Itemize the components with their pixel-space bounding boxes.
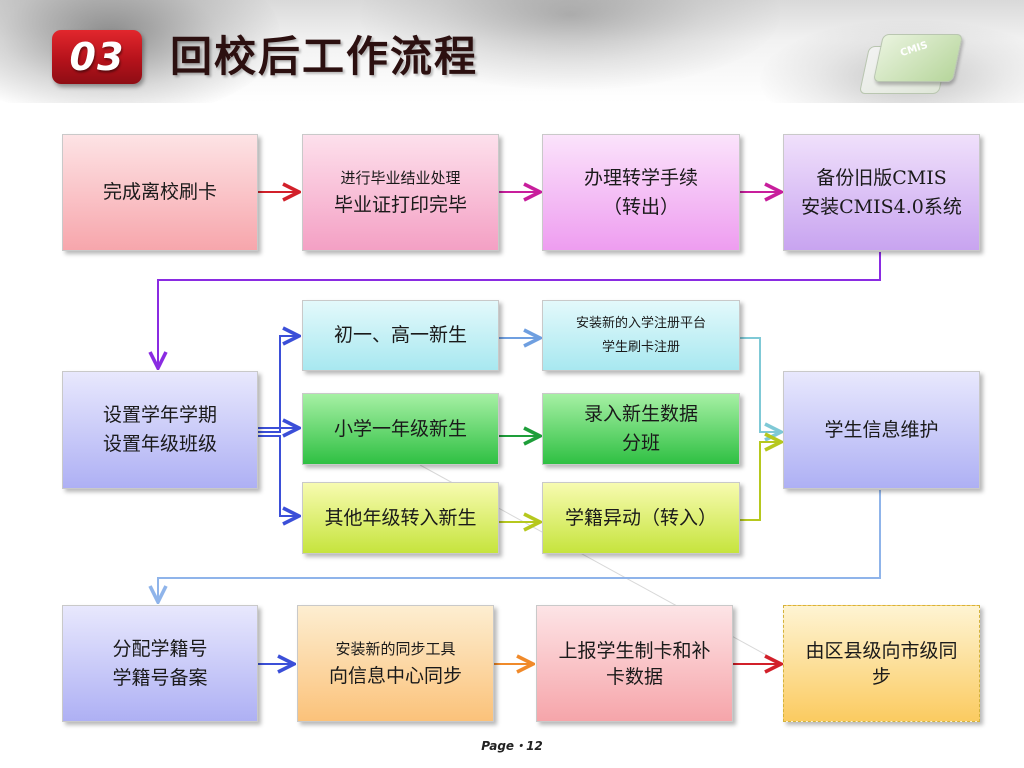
step-status-change-transfer-in: 学籍异动（转入） — [542, 482, 740, 554]
step-text: 小学一年级新生 — [333, 417, 467, 440]
step-backup-install-cmis: 备份旧版CMIS 安装CMIS4.0系统 — [783, 134, 980, 251]
arrow-b5-b10 — [258, 435, 299, 516]
step-text-line1: 备份旧版CMIS — [816, 166, 947, 189]
step-text-line1: 安装新的同步工具 — [335, 639, 456, 658]
step-other-grade-transfer-in: 其他年级转入新生 — [302, 482, 499, 554]
step-text-line1: 分配学籍号 — [112, 637, 208, 660]
step-text: 其他年级转入新生 — [324, 507, 477, 529]
step-text-line2: （转出） — [602, 195, 679, 218]
step-grade1-new-students: 小学一年级新生 — [302, 393, 499, 465]
step-enter-new-student-data: 录入新生数据 分班 — [542, 393, 740, 465]
step-student-info-maintenance: 学生信息维护 — [783, 371, 980, 489]
step-text-line1: 录入新生数据 — [583, 403, 698, 425]
step-install-registration-platform: 安装新的入学注册平台 学生刷卡注册 — [542, 300, 740, 371]
section-number: 03 — [69, 35, 125, 79]
step-district-to-city-sync: 由区县级向市级同步 — [783, 605, 980, 722]
step-text-line2: 分班 — [621, 432, 660, 454]
step-install-sync-tool: 安装新的同步工具 向信息中心同步 — [297, 605, 494, 722]
step-transfer-out: 办理转学手续 （转出） — [542, 134, 740, 251]
step-report-card-data: 上报学生制卡和补卡数据 — [536, 605, 733, 722]
step-text-line1: 安装新的入学注册平台 — [575, 315, 706, 331]
arrow-b4-b5 — [158, 252, 881, 368]
step-grade7-grade10-new-students: 初一、高一新生 — [302, 300, 499, 371]
step-graduation-processing: 进行毕业结业处理 毕业证打印完毕 — [302, 134, 499, 251]
step-text-line1: 设置学年学期 — [102, 404, 217, 426]
step-text: 学生信息维护 — [824, 418, 939, 441]
step-text: 上报学生制卡和补卡数据 — [558, 639, 711, 688]
step-text-line2: 学生刷卡注册 — [601, 339, 680, 355]
arrow-b5-b6 — [258, 336, 299, 433]
arrow-b7-b12 — [740, 337, 781, 432]
step-text-line2: 向信息中心同步 — [328, 664, 462, 687]
step-text: 完成离校刷卡 — [102, 181, 217, 203]
arrow-b11-b12 — [740, 442, 781, 521]
arrow-b12-b13 — [158, 490, 881, 602]
step-text-line2: 设置年级班级 — [102, 433, 217, 455]
step-text-line2: 毕业证打印完毕 — [333, 193, 467, 216]
step-set-term-and-classes: 设置学年学期 设置年级班级 — [62, 371, 258, 489]
step-text-line1: 进行毕业结业处理 — [340, 168, 461, 187]
step-assign-student-number: 分配学籍号 学籍号备案 — [62, 605, 258, 722]
step-complete-leaving-card-swipe: 完成离校刷卡 — [62, 134, 258, 251]
step-text: 由区县级向市级同步 — [805, 639, 958, 688]
step-text: 初一、高一新生 — [333, 324, 467, 346]
page-title: 回校后工作流程 — [170, 32, 479, 81]
section-number-badge: 03 — [52, 30, 142, 84]
step-text-line2: 学籍号备案 — [112, 666, 208, 689]
step-text-line2: 安装CMIS4.0系统 — [801, 195, 962, 218]
step-text-line1: 办理转学手续 — [583, 166, 698, 189]
page-number: Page・12 — [481, 739, 543, 753]
step-text: 学籍异动（转入） — [564, 506, 717, 529]
